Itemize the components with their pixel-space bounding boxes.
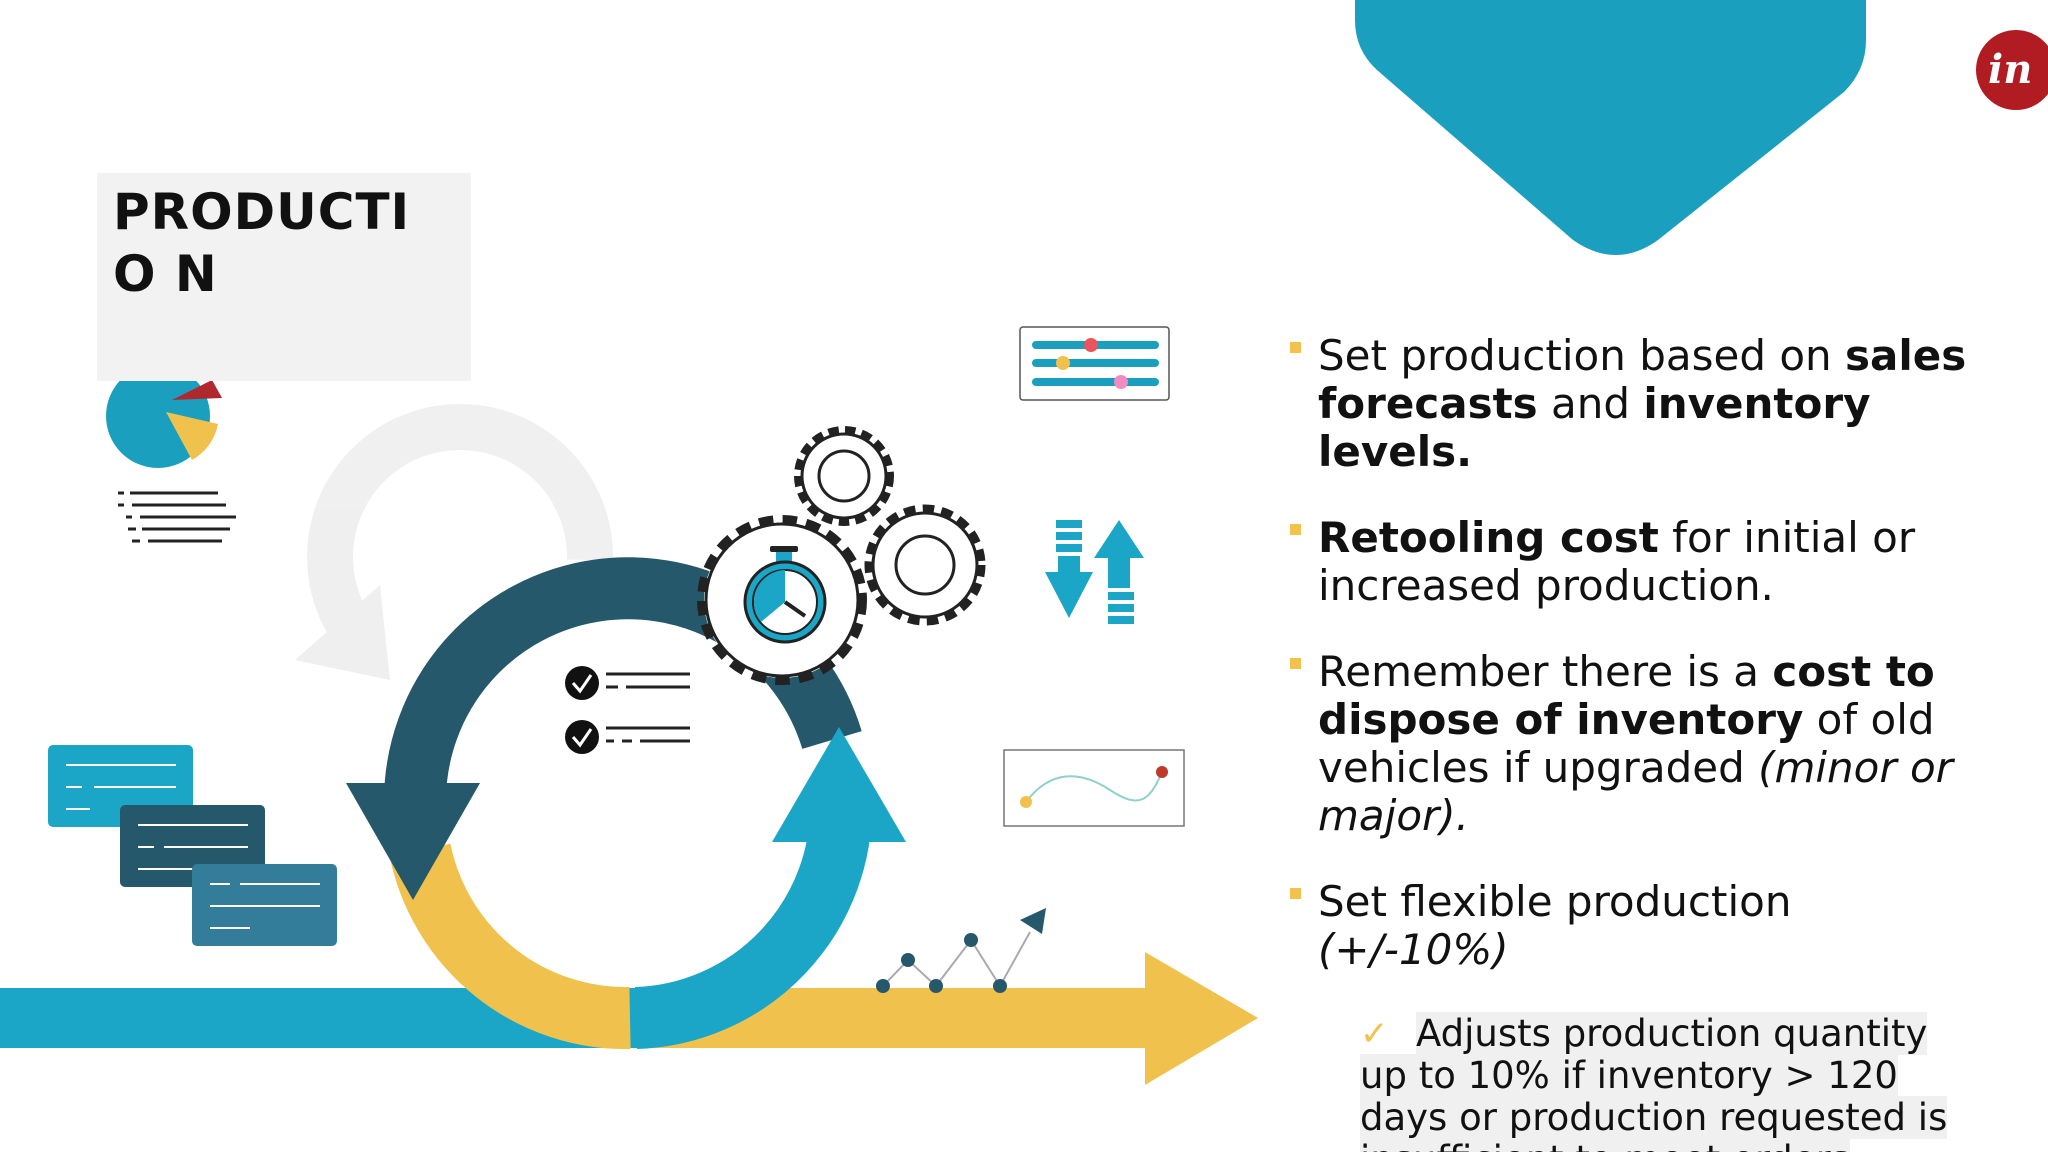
- slider-panel-icon: [1019, 326, 1170, 401]
- teal-chevron-shape: [1355, 0, 1866, 255]
- logo-badge: in: [1976, 30, 2048, 110]
- bullet-marker-icon: [1290, 524, 1301, 535]
- line-graph-card-icon: [1003, 749, 1185, 827]
- text-lines-icon: [118, 491, 236, 543]
- checkmark-icon: ✓: [1360, 1014, 1389, 1054]
- bullet-3-text-d: (minor or major).: [1318, 743, 1953, 840]
- yellow-cycle-arc: [389, 843, 631, 1050]
- message-cards-icon: [48, 745, 337, 946]
- gear-icon: [697, 426, 986, 685]
- bullet-list: Set production based on sales forecasts …: [1290, 332, 1990, 1012]
- bullet-item-4: Set flexible production (+/-10%): [1290, 878, 1990, 974]
- bullet-item-3: Remember there is a cost to dispose of i…: [1290, 648, 1990, 840]
- bullet-marker-icon: [1290, 658, 1301, 669]
- bullet-1-text-b: sales forecasts: [1318, 331, 1967, 428]
- slide-title: PRODUCTIO N: [113, 183, 411, 303]
- sub-bullet: ✓ Adjusts production quantity up to 10% …: [1360, 1012, 1960, 1152]
- faded-cycle-arrow-icon: [295, 403, 614, 680]
- bullet-3-text-a: Remember there is a: [1318, 647, 1773, 696]
- checklist-icon: [565, 666, 690, 754]
- bullet-2-text-b: for initial or increased production.: [1318, 513, 1916, 610]
- bullet-3-text-b: cost to dispose of inventory: [1318, 647, 1935, 744]
- title-box: PRODUCTIO N: [97, 173, 471, 381]
- bullet-1-text-d: inventory levels.: [1318, 379, 1871, 476]
- bullet-1-text-a: Set production based on: [1318, 331, 1845, 380]
- teal-up-arc: [634, 727, 906, 1049]
- bullet-2-text-a: Retooling cost: [1318, 513, 1659, 562]
- bullet-4-text-a: Set flexible production: [1318, 877, 1792, 926]
- bullet-1-text-c: and: [1537, 379, 1644, 428]
- trend-line-icon: [876, 908, 1046, 993]
- bullet-4-text-b: (+/-10%): [1318, 925, 1509, 974]
- sub-bullet-text: Adjusts production quantity up to 10% if…: [1360, 1012, 1948, 1152]
- up-down-arrows-icon: [1045, 520, 1144, 624]
- bullet-marker-icon: [1290, 342, 1301, 353]
- stopwatch-icon: [743, 546, 827, 644]
- bullet-item-1: Set production based on sales forecasts …: [1290, 332, 1990, 476]
- bullet-item-2: Retooling cost for initial or increased …: [1290, 514, 1990, 610]
- bullet-3-text-c: of old vehicles if upgraded: [1318, 695, 1935, 792]
- pie-chart-icon: [106, 364, 222, 468]
- bullet-marker-icon: [1290, 888, 1301, 899]
